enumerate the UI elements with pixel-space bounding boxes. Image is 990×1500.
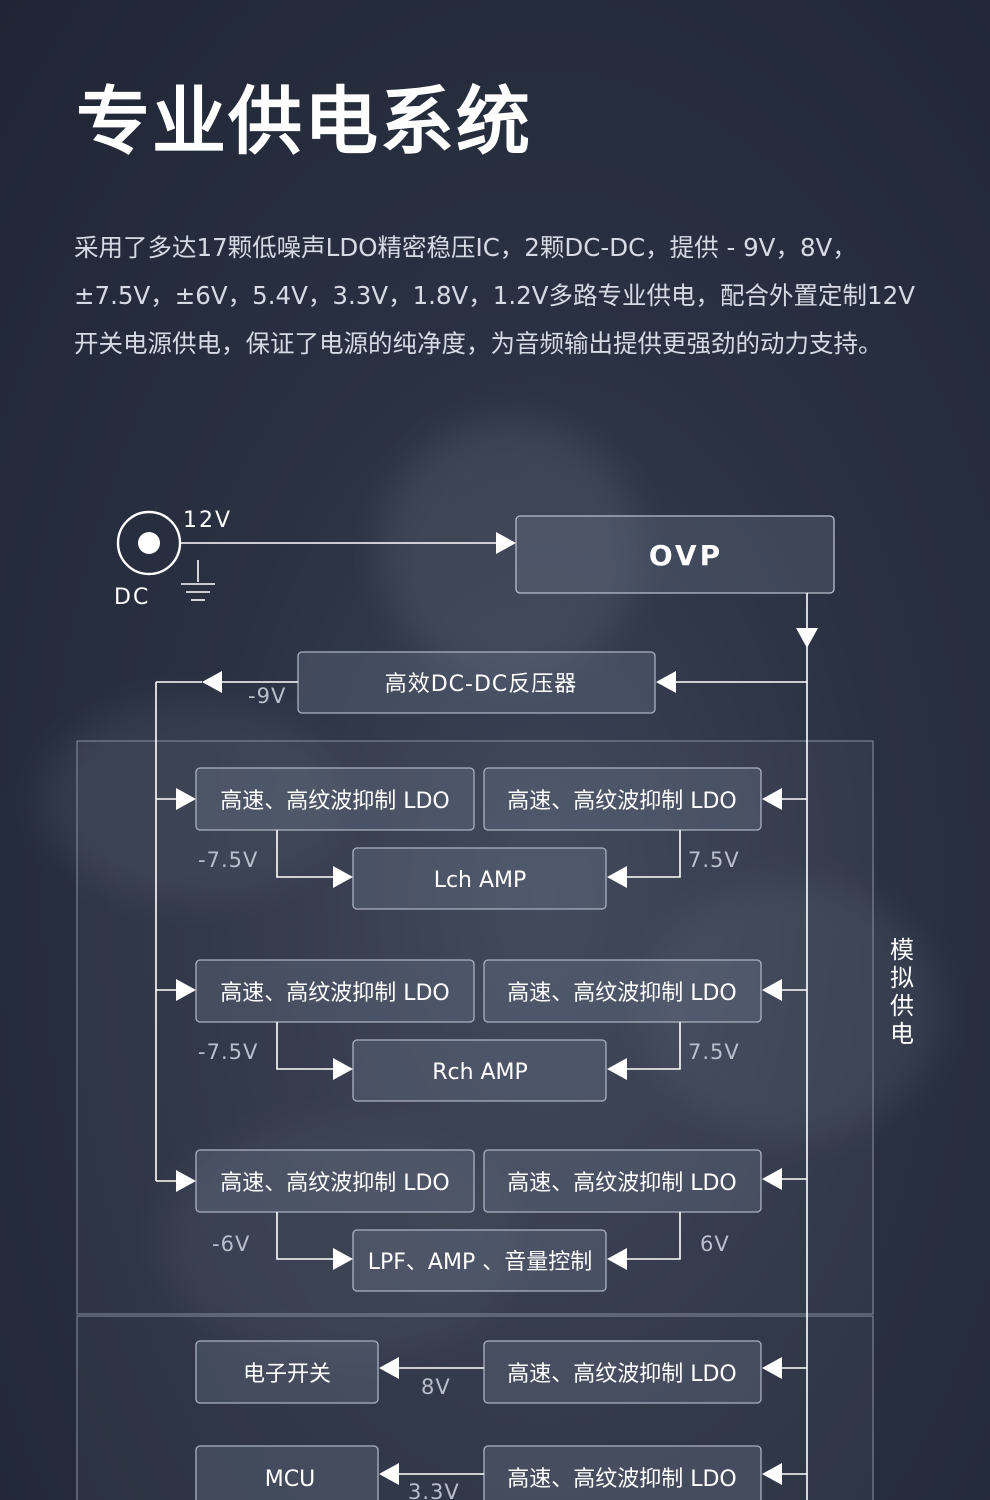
analog-power-region bbox=[76, 740, 874, 1315]
ldo-block bbox=[195, 959, 475, 1023]
neg-voltage-label: -7.5V bbox=[198, 1040, 258, 1064]
ldo-label: 高速、高纹波抑制 LDO bbox=[220, 981, 450, 1006]
background-blob bbox=[640, 880, 940, 1140]
ldo-label: 高速、高纹波抑制 LDO bbox=[507, 1362, 737, 1387]
lch-amp-label: Lch AMP bbox=[434, 868, 527, 893]
neg-voltage-label: -7.5V bbox=[198, 848, 258, 872]
ldo-label: 高速、高纹波抑制 LDO bbox=[220, 1171, 450, 1196]
ovp-label: OVP bbox=[649, 539, 723, 572]
bus-arrow bbox=[796, 628, 818, 648]
ldo-block bbox=[483, 959, 762, 1023]
ldo-block bbox=[195, 1149, 475, 1213]
dc-jack-icon bbox=[116, 510, 516, 601]
pos-voltage-label: 7.5V bbox=[688, 848, 740, 872]
digital-power-region bbox=[76, 1315, 874, 1500]
background-blob bbox=[380, 420, 640, 680]
digital-voltage-label: 3.3V bbox=[408, 1480, 460, 1500]
lpf-amp-volume-block bbox=[352, 1229, 607, 1292]
background-blob bbox=[160, 1120, 520, 1360]
electronic-switch-block bbox=[195, 1340, 379, 1404]
page-title: 专业供电系统 bbox=[76, 79, 532, 165]
analog-region-label: 供 bbox=[890, 992, 914, 1020]
mcu-block bbox=[195, 1445, 379, 1500]
lch-amp-block bbox=[352, 847, 607, 910]
rch-amp-block bbox=[352, 1039, 607, 1102]
ldo-block bbox=[195, 767, 475, 831]
mcu-label: MCU bbox=[265, 1467, 315, 1492]
ldo-label: 高速、高纹波抑制 LDO bbox=[507, 789, 737, 814]
dc-label: DC bbox=[114, 585, 150, 610]
digital-voltage-label: 8V bbox=[421, 1375, 451, 1399]
dcdc-voltage-label: -9V bbox=[248, 684, 286, 708]
ldo-label: 高速、高纹波抑制 LDO bbox=[220, 789, 450, 814]
ldo-block bbox=[483, 1445, 762, 1500]
description-text: 采用了多达17颗低噪声LDO精密稳压IC，2颗DC-DC，提供 - 9V，8V，… bbox=[74, 233, 915, 358]
electronic-switch-label: 电子开关 bbox=[243, 1362, 331, 1387]
pos-voltage-label: 7.5V bbox=[688, 1040, 740, 1064]
analog-region-label: 模 bbox=[890, 936, 914, 964]
ldo-label: 高速、高纹波抑制 LDO bbox=[507, 1171, 737, 1196]
rch-amp-label: Rch AMP bbox=[432, 1060, 528, 1085]
lpf-amp-volume-label: LPF、AMP 、音量控制 bbox=[368, 1250, 592, 1275]
dc-voltage-label: 12V bbox=[183, 508, 232, 533]
ldo-block bbox=[483, 767, 762, 831]
ovp-block bbox=[515, 515, 835, 594]
analog-region-label: 电 bbox=[890, 1020, 914, 1048]
dcdc-label: 高效DC-DC反压器 bbox=[385, 672, 578, 697]
ldo-label: 高速、高纹波抑制 LDO bbox=[507, 981, 737, 1006]
pos-voltage-label: 6V bbox=[700, 1232, 730, 1256]
ldo-block bbox=[483, 1340, 762, 1404]
ldo-block bbox=[483, 1149, 762, 1213]
ldo-label: 高速、高纹波抑制 LDO bbox=[507, 1467, 737, 1492]
analog-region-label: 拟 bbox=[890, 964, 914, 992]
neg-voltage-label: -6V bbox=[212, 1232, 250, 1256]
